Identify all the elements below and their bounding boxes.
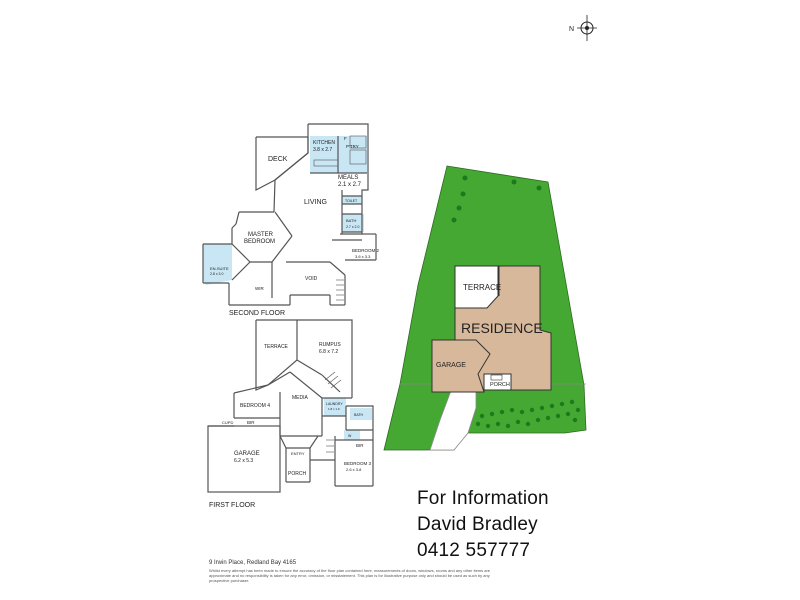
second-floor-labels: KITCHEN 3.8 x 2.7 P'TRY F DECK MEALS 2.1… — [210, 136, 380, 317]
bedroom2-size: 3.6 x 3.3 — [355, 254, 371, 259]
contact-line-1: For Information — [417, 488, 549, 509]
kitchen-size: 3.8 x 2.7 — [313, 147, 332, 153]
first-floor-title: FIRST FLOOR — [209, 502, 255, 509]
sf-bath-size: 2.7 x 2.0 — [346, 225, 359, 229]
site-residence-label: RESIDENCE — [461, 320, 543, 336]
void-label: VOID — [305, 276, 318, 282]
rumpus-label: RUMPUS — [319, 342, 341, 348]
toilet-label: TOILET — [345, 199, 358, 203]
site-garage-label: GARAGE — [436, 362, 466, 369]
second-floor-title: SECOND FLOOR — [229, 310, 285, 317]
compass-north-label: N — [569, 26, 574, 33]
master-label: MASTER — [248, 232, 274, 238]
site-porch-label: PORCH — [490, 382, 510, 388]
meals-size: 2.1 x 2.7 — [338, 182, 362, 188]
ensuite-label: EN-SUITE — [210, 266, 229, 271]
w-label: W — [348, 434, 352, 438]
contact-name: David Bradley — [417, 514, 538, 535]
laundry-size: 1.8 x 1.9 — [328, 407, 340, 411]
fridge-label: F — [344, 136, 347, 141]
site-trees — [451, 175, 581, 429]
pantry-label: P'TRY — [346, 144, 359, 149]
entry-label: ENTRY — [291, 451, 305, 456]
ff-porch-label: PORCH — [288, 471, 306, 477]
deck-label: DECK — [268, 156, 288, 163]
site-terrace — [454, 265, 499, 309]
first-floor-plan — [207, 319, 374, 493]
contact-phone: 0412 557777 — [417, 540, 531, 561]
site-terrace-label: TERRACE — [463, 283, 501, 292]
bedroom2-label: BEDROOM 2 — [352, 248, 380, 253]
disclaimer-text: Whilst every attempt has been made to en… — [209, 568, 491, 583]
second-floor-plan — [202, 123, 377, 306]
sf-bath-label: BATH — [346, 218, 356, 223]
property-address: 9 Irwin Place, Redland Bay 4165 — [209, 560, 297, 566]
site-garage — [431, 339, 491, 393]
ff-bath-label: BATH — [354, 413, 364, 417]
wir-label: WIR — [255, 286, 264, 291]
meals-label: MEALS — [338, 175, 358, 181]
media-label: MEDIA — [292, 395, 309, 401]
site-plan: TERRACE RESIDENCE GARAGE PORCH — [383, 165, 587, 451]
first-floor-labels: TERRACE RUMPUS 6.8 x 7.2 MEDIA LAUNDRY 1… — [209, 342, 372, 509]
kitchen-label: KITCHEN — [313, 140, 335, 146]
bir-label: BIR — [247, 420, 255, 425]
ff-terrace-label: TERRACE — [264, 344, 289, 350]
compass-icon: N — [569, 15, 597, 41]
bedroom3-label: BEDROOM 3 — [344, 461, 372, 466]
ensuite-size: 2.8 x 3.0 — [210, 272, 223, 276]
cupd-label: CUPD — [222, 420, 233, 425]
bedroom4-label: BEDROOM 4 — [240, 403, 270, 409]
master-label-2: BEDROOM — [244, 239, 275, 245]
garage-label: GARAGE — [234, 451, 260, 457]
bedroom3-size: 2.6 x 3.8 — [346, 467, 362, 472]
laundry-label: LAUNDRY — [326, 402, 343, 406]
garage-size: 6.2 x 5.3 — [234, 458, 253, 464]
rumpus-size: 6.8 x 7.2 — [319, 349, 338, 355]
bir2-label: BIR — [356, 443, 364, 448]
living-label: LIVING — [304, 199, 327, 206]
